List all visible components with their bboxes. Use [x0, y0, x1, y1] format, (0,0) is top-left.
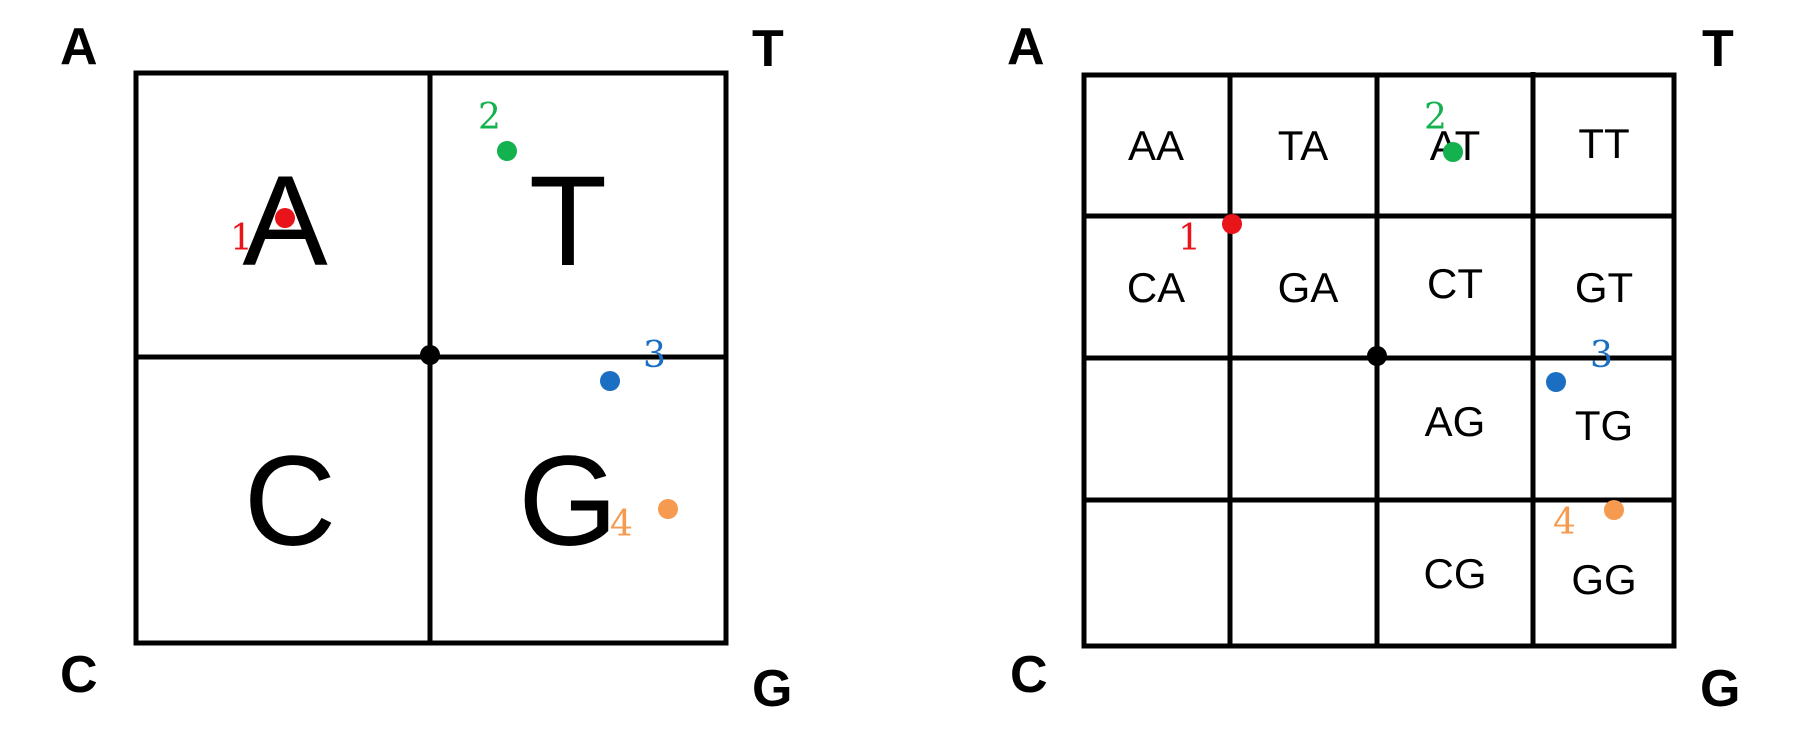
right-cell-label: AG [1425, 398, 1486, 445]
right-cell-label: CA [1127, 264, 1185, 311]
right-point-2 [1443, 142, 1463, 162]
left-point-3 [600, 371, 620, 391]
left-corner-label-top-right: T [752, 20, 784, 78]
left-point-4 [658, 499, 678, 519]
left-point-3-label: 3 [643, 335, 666, 376]
right-panel: A T C G AA TA AT TT CA GA CT GT AG TG CG… [1007, 18, 1740, 718]
right-cell-label: GT [1575, 264, 1633, 311]
left-corner-label-bottom-left: C [60, 646, 98, 704]
left-corner-label-top-left: A [60, 18, 98, 76]
right-point-2-label: 2 [1424, 97, 1447, 138]
right-cell-label: AA [1128, 122, 1184, 169]
left-corner-label-bottom-right: G [752, 660, 792, 718]
right-cell-label: CT [1427, 260, 1483, 307]
right-cell-label: TG [1575, 402, 1633, 449]
right-corner-label-bottom-right: G [1700, 660, 1740, 718]
left-panel: A T C G A T C G 1 2 3 4 [60, 18, 792, 718]
left-center-point [420, 345, 440, 365]
right-cell-label: GG [1571, 556, 1636, 603]
left-point-4-label: 4 [610, 504, 633, 545]
right-point-4-label: 4 [1553, 502, 1576, 543]
right-point-3-label: 3 [1590, 335, 1613, 376]
right-cell-label: TT [1578, 120, 1629, 167]
right-cell-label: CG [1424, 550, 1487, 597]
right-point-3 [1546, 372, 1566, 392]
left-cell-label-bottom-right: G [518, 430, 618, 573]
right-center-point [1367, 346, 1387, 366]
right-cell-label: GA [1278, 264, 1339, 311]
right-corner-label-top-left: A [1007, 18, 1045, 76]
right-corner-label-top-right: T [1702, 20, 1734, 78]
left-point-1 [275, 208, 295, 228]
right-point-1 [1222, 214, 1242, 234]
left-point-1-label: 1 [230, 218, 253, 259]
left-point-2 [497, 141, 517, 161]
left-point-2-label: 2 [478, 97, 501, 138]
left-cell-label-bottom-left: C [244, 430, 336, 573]
right-corner-label-bottom-left: C [1010, 646, 1048, 704]
right-point-4 [1604, 500, 1624, 520]
left-cell-label-top-right: T [529, 150, 607, 293]
right-cell-label: TA [1278, 122, 1329, 169]
right-point-1-label: 1 [1178, 218, 1201, 259]
